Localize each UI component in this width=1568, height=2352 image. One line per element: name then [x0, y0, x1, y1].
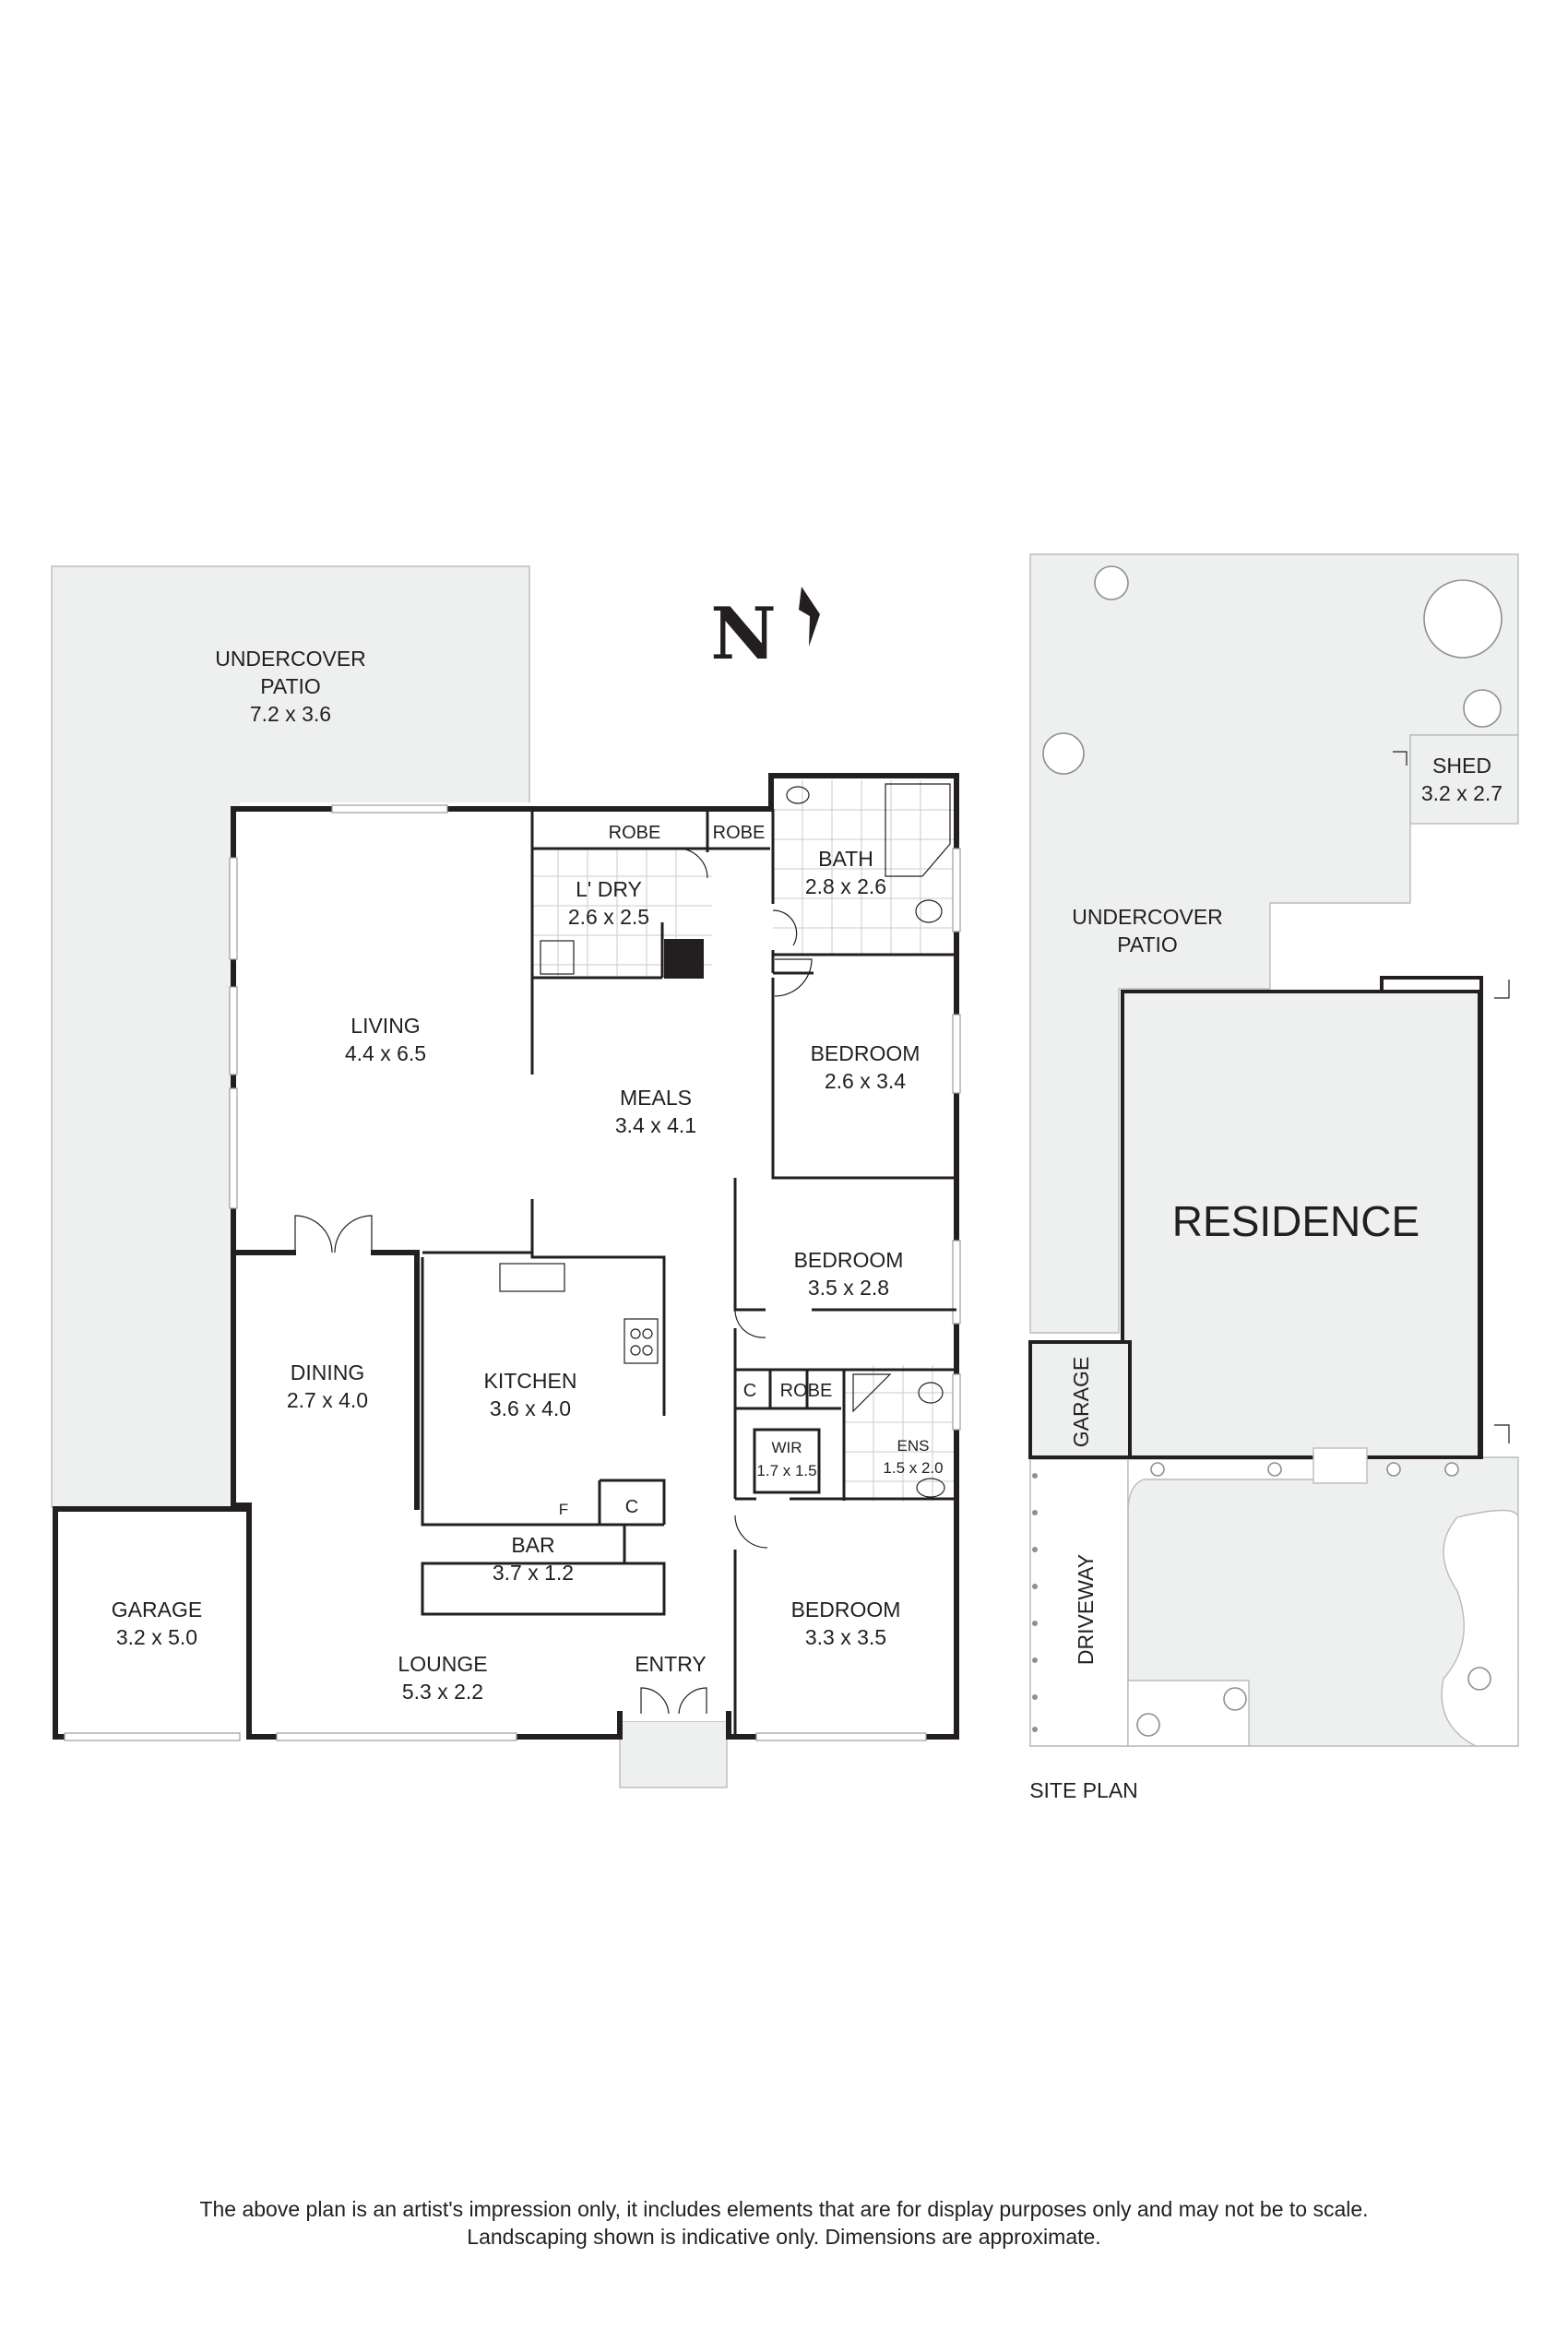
driveway-bollards: [1032, 1473, 1038, 1732]
bedroom-1-dims: 2.6 x 3.4: [825, 1069, 906, 1093]
lounge-dims: 5.3 x 2.2: [402, 1680, 483, 1704]
site-patio-name-2: PATIO: [1117, 932, 1178, 956]
dining-name: DINING: [291, 1360, 365, 1384]
undercover-patio-label: UNDERCOVER PATIO 7.2 x 3.6: [215, 647, 366, 726]
driveway-name: DRIVEWAY: [1074, 1554, 1098, 1665]
kitchen-cupboard-label: C: [625, 1497, 638, 1517]
laundry-name: L' DRY: [576, 877, 642, 901]
bedroom-3-dims: 3.3 x 3.5: [805, 1625, 886, 1649]
entry-name: ENTRY: [635, 1652, 707, 1676]
bar-dims: 3.7 x 1.2: [493, 1561, 574, 1585]
north-arrow: N: [710, 587, 820, 676]
bedroom-1-name: BEDROOM: [811, 1041, 921, 1065]
doors: [294, 848, 813, 1715]
bedroom-2-dims: 3.5 x 2.8: [808, 1276, 889, 1300]
site-plan-title: SITE PLAN: [1029, 1778, 1138, 1802]
residence-name: RESIDENCE: [1172, 1197, 1420, 1245]
garage-name: GARAGE: [112, 1598, 202, 1621]
bath-dims: 2.8 x 2.6: [805, 874, 886, 898]
north-label: N: [710, 592, 776, 676]
bath-name: BATH: [818, 847, 873, 871]
main-floor-plan: UNDERCOVER PATIO 7.2 x 3.6 LIVING 4.4 x …: [51, 565, 961, 1788]
ens-name: ENS: [897, 1437, 930, 1455]
kitchen-dims: 3.6 x 4.0: [490, 1396, 571, 1420]
wir-name: WIR: [771, 1439, 802, 1456]
shed-dims: 3.2 x 2.7: [1421, 781, 1503, 805]
living-name: LIVING: [350, 1014, 420, 1038]
shed-name: SHED: [1432, 754, 1491, 778]
site-plan: SHED 3.2 x 2.7 UNDERCOVER PATIO RESIDENC…: [1028, 553, 1519, 1802]
disclaimer-line-2: Landscaping shown is indicative only. Di…: [467, 2225, 1101, 2249]
ensuite-tiles: [844, 1365, 955, 1502]
site-garage-block: [1028, 1340, 1132, 1459]
garage-wall: [53, 1506, 252, 1740]
dining-dims: 2.7 x 4.0: [287, 1388, 368, 1412]
north-arrow-icon: [799, 587, 820, 647]
robe-2-name: ROBE: [713, 823, 766, 843]
meals-name: MEALS: [620, 1086, 692, 1110]
bedroom-cupboard-label: C: [743, 1381, 756, 1401]
living-dims: 4.4 x 6.5: [345, 1041, 426, 1065]
fixtures: [499, 783, 951, 1498]
shed-area: [1409, 734, 1519, 825]
bar-name: BAR: [511, 1533, 554, 1557]
fridge-label: F: [559, 1501, 568, 1518]
undercover-patio-name-1: UNDERCOVER: [215, 647, 366, 671]
trees: [1042, 565, 1503, 1737]
robe-3-name: ROBE: [780, 1381, 833, 1401]
undercover-patio-dims: 7.2 x 3.6: [250, 702, 331, 726]
laundry-appliance: [664, 939, 704, 979]
site-yard-area: [1029, 553, 1519, 1334]
meals-dims: 3.4 x 4.1: [615, 1113, 696, 1137]
site-patio-name-1: UNDERCOVER: [1072, 905, 1223, 929]
site-garage-name: GARAGE: [1069, 1357, 1093, 1447]
ens-dims: 1.5 x 2.0: [883, 1459, 943, 1477]
entry-porch: [619, 1720, 728, 1788]
undercover-patio-name-2: PATIO: [260, 674, 321, 698]
bedroom-3-name: BEDROOM: [791, 1598, 901, 1621]
lounge-name: LOUNGE: [398, 1652, 487, 1676]
garage-dims: 3.2 x 5.0: [116, 1625, 197, 1649]
kitchen-name: KITCHEN: [484, 1369, 577, 1393]
interior-walls: [421, 809, 956, 1737]
disclaimer-line-1: The above plan is an artist's impression…: [199, 2197, 1369, 2221]
laundry-dims: 2.6 x 2.5: [568, 905, 649, 929]
disclaimer: The above plan is an artist's impression…: [0, 2195, 1568, 2251]
windows: [64, 804, 961, 1741]
bedroom-2-name: BEDROOM: [794, 1248, 904, 1272]
robe-1-name: ROBE: [609, 823, 661, 843]
wir-dims: 1.7 x 1.5: [756, 1462, 816, 1479]
residence-block: [1121, 990, 1481, 1459]
bath-tiles: [773, 780, 955, 955]
